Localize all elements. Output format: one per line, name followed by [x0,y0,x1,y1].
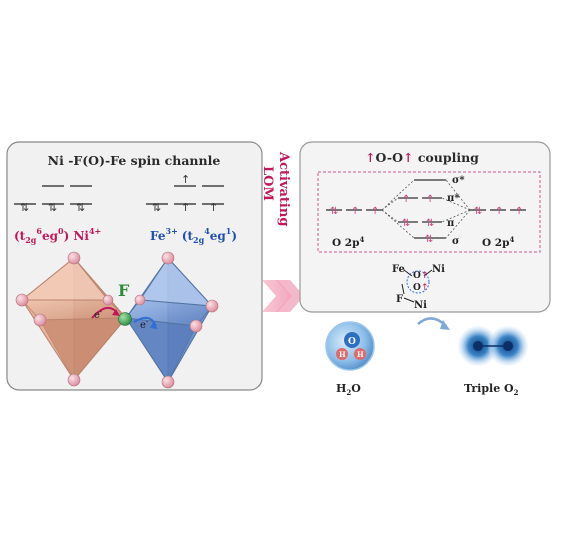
water-atom-h1: H [339,350,346,359]
f-atom-label: F [118,281,130,300]
ni-configuration: (t2g6eg0) Ni4+ [14,226,101,245]
svg-text:↑: ↑ [371,206,379,217]
water-atom-h2: H [357,350,364,359]
svg-text:↑: ↑ [426,194,434,205]
left-o2p-label: O 2p4 [332,235,364,249]
fe-energy-levels [146,185,224,205]
right-o2p-electrons: ⇅ ↑ ↑ [474,206,523,217]
fe-octahedron [124,256,214,384]
coordination-structure: Fe Ni O O F Ni ↑ ↑ [392,264,445,311]
mo-levels [398,179,446,239]
svg-text:⇅: ⇅ [76,201,85,214]
left-panel [6,141,263,391]
svg-text:⇅: ⇅ [402,218,410,229]
left-o2p-electrons: ⇅ ↑ ↑ [330,206,379,217]
mo-correlation-lines [381,179,471,239]
svg-text:↑: ↑ [351,206,359,217]
oxygen-molecule [458,326,528,366]
water-molecule: O H H [325,321,375,371]
mo-diagram-box [317,171,541,253]
right-o2p-label: O 2p4 [482,235,514,249]
electron-label-right: e- [140,318,149,331]
site-ni-bottom-label: Ni [414,300,427,311]
activating-label: Activating [276,151,291,226]
svg-text:↑: ↑ [495,206,503,217]
svg-text:⇅: ⇅ [152,201,161,214]
electron-label-left: e- [94,308,103,321]
svg-text:⇅: ⇅ [425,234,433,245]
fe-electron-arrows: ↑ ⇅ ↑ ↑ [152,173,218,214]
ni-energy-levels [14,185,92,205]
svg-text:↑: ↑ [515,206,523,217]
left-panel-title: Ni -F(O)-Fe spin channle [48,153,221,168]
svg-text:⇅: ⇅ [20,201,29,214]
mo-pi-label: π [447,218,454,229]
water-atom-o: O [348,337,356,347]
lom-label: LOM [260,166,275,201]
svg-text:↑: ↑ [209,201,218,214]
svg-text:↑: ↑ [421,283,429,293]
site-f-label: F [396,294,403,305]
right-panel [299,141,551,313]
svg-text:⇅: ⇅ [330,206,338,217]
water-label: H2O [336,382,361,397]
octahedron-vertex-atoms [15,251,219,389]
fe-configuration: Fe3+(t2g4eg1) [150,226,237,245]
site-o2-label: O [413,283,421,293]
site-fe-label: Fe [392,264,405,275]
svg-text:↑: ↑ [421,271,429,281]
electron-arrow-right-head [150,322,158,329]
svg-text:↑: ↑ [402,194,410,205]
mo-pi-star-label: π* [447,193,460,204]
oxygen-label: Triple O2 [464,382,519,397]
site-o1-label: O [413,271,421,281]
right-panel-title: ↑O-O↑ coupling [365,150,479,165]
ni-octahedron [20,256,128,382]
svg-text:⇅: ⇅ [426,218,434,229]
svg-text:↑: ↑ [181,201,190,214]
mo-sigma-star-label: σ* [452,175,465,186]
site-ni-top-label: Ni [432,264,445,275]
electron-arrow-right [133,316,157,327]
svg-text:⇅: ⇅ [474,206,482,217]
svg-text:↑: ↑ [181,173,190,186]
reaction-arrow-head [440,320,450,330]
ni-electron-arrows: ⇅ ⇅ ⇅ [20,201,85,214]
electron-arrow-left-head [112,309,120,316]
activating-lom-arrow: Activating LOM [260,151,304,312]
svg-text:⇅: ⇅ [48,201,57,214]
mo-electrons: ↑ ↑ ⇅ ⇅ ⇅ [402,194,434,245]
mo-sigma-label: σ [452,236,459,247]
f-bridge-atom [118,312,132,326]
